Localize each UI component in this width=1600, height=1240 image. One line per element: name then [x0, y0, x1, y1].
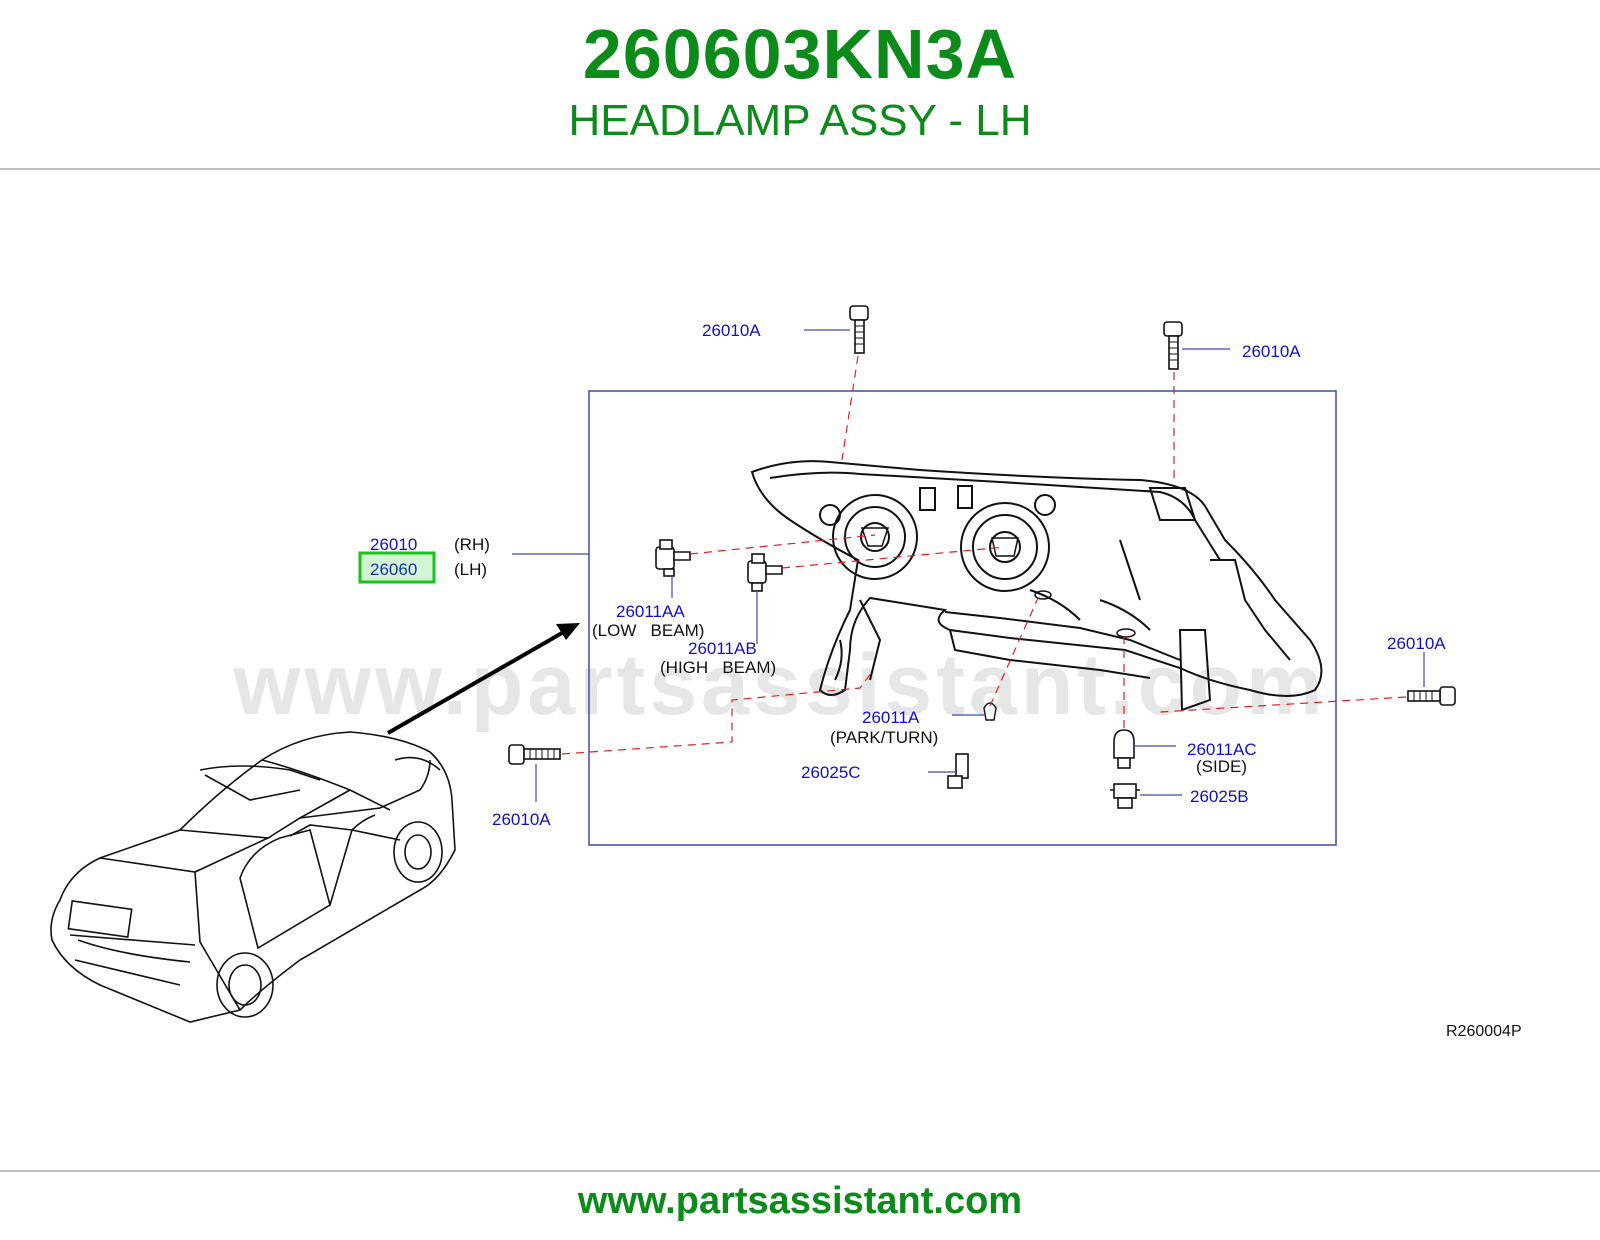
callout-bolt-right: 26010A [1387, 634, 1446, 653]
red-dashed-leaders [561, 355, 1407, 755]
callout-socket-c: 26025C [801, 763, 861, 782]
callout-side-number: 26011AC [1187, 740, 1257, 759]
label-park-turn: (PARK/TURN) [830, 728, 938, 747]
callout-high-beam-number: 26011AB [688, 639, 757, 658]
bolt-top-right [1163, 321, 1183, 370]
label-assy-lh: (LH) [454, 560, 487, 579]
label-assy-rh: (RH) [454, 535, 490, 554]
callout-park-turn-number: 26011A [862, 708, 920, 727]
callout-assy-rh-number: 26010 [370, 535, 417, 554]
bolt-bottom-left [508, 744, 561, 765]
callout-assy-lh-number: 26060 [370, 560, 417, 579]
reflector-details [860, 527, 1136, 638]
selected-part-highlight[interactable] [358, 551, 436, 584]
footer-url-link[interactable]: www.partsassistant.com [577, 1180, 1023, 1222]
vehicle-illustration [50, 731, 456, 1023]
header: 260603KN3A HEADLAMP ASSY - LH [0, 0, 1600, 170]
callout-low-beam-number: 26011AA [616, 602, 685, 621]
watermark-text: www.partsassistant.com [232, 637, 1326, 733]
bulb-high-beam [747, 553, 783, 592]
assembly-frame [588, 390, 1337, 846]
callout-bolt-top-left: 26010A [702, 321, 761, 340]
part-number-title: 260603KN3A [582, 15, 1018, 93]
bulb-low-beam [655, 539, 691, 577]
footer-divider [0, 1170, 1600, 1172]
callout-leaders [535, 329, 1425, 802]
bulb-side [1113, 729, 1135, 769]
socket-26025b [1110, 783, 1140, 809]
part-description: HEADLAMP ASSY - LH [568, 96, 1032, 145]
callout-bolt-bottom-left: 26010A [492, 810, 551, 829]
diagram-reference-code: R260004P [1446, 1023, 1522, 1040]
label-side: (SIDE) [1196, 757, 1247, 776]
header-divider [0, 168, 1600, 170]
bulb-park-turn [983, 702, 997, 721]
pointer-arrow [387, 623, 580, 735]
label-low-beam: (LOW BEAM) [592, 621, 704, 640]
bolt-top-left [849, 305, 869, 354]
headlamp-housing [750, 460, 1323, 712]
socket-26025c [947, 753, 969, 789]
label-high-beam: (HIGH BEAM) [660, 658, 776, 677]
bolt-right [1407, 686, 1456, 706]
callout-bolt-top-right: 26010A [1242, 342, 1301, 361]
callout-socket-b: 26025B [1190, 787, 1249, 806]
